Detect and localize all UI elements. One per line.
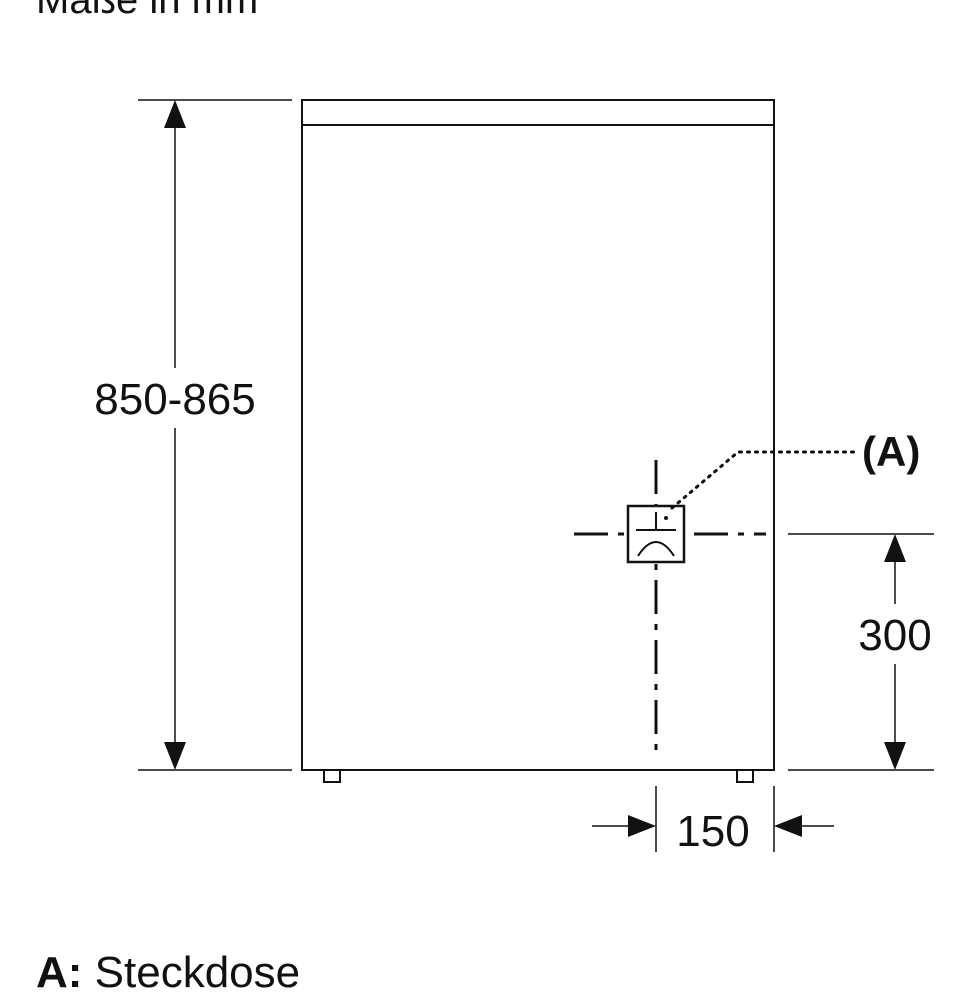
legend-text: Steckdose <box>94 948 301 997</box>
appliance-foot-right <box>736 769 754 783</box>
socket-centerlines <box>574 460 766 752</box>
callout-leader <box>670 450 858 510</box>
socket-callout: (A) <box>670 428 920 510</box>
height-arrow-down <box>164 742 186 770</box>
socket-symbol <box>626 504 686 564</box>
appliance-outline <box>301 99 775 783</box>
socket-height-arrow-down <box>884 742 906 770</box>
socket-arc <box>637 541 675 557</box>
socket-dot <box>664 516 668 520</box>
units-caption: Maße in mm <box>36 0 259 22</box>
callout-label: (A) <box>862 428 920 475</box>
offset-arrow-right <box>774 815 802 837</box>
height-dimension: 850-865 <box>94 99 292 771</box>
socket-height-dimension: 300 <box>788 533 934 771</box>
height-arrow-up <box>164 100 186 128</box>
appliance-body <box>301 99 775 771</box>
socket-offset-value: 150 <box>676 807 749 856</box>
socket-offset-dimension: 150 <box>592 786 834 856</box>
socket-height-value: 300 <box>858 611 931 660</box>
appliance-dimension-drawing: 850-865 (A) 300 150 <box>94 99 934 856</box>
legend-key: A: <box>36 948 83 997</box>
socket-height-arrow-up <box>884 534 906 562</box>
height-value: 850-865 <box>94 375 255 424</box>
legend: A: Steckdose <box>36 948 300 998</box>
appliance-foot-left <box>323 769 341 783</box>
offset-arrow-left <box>628 815 656 837</box>
